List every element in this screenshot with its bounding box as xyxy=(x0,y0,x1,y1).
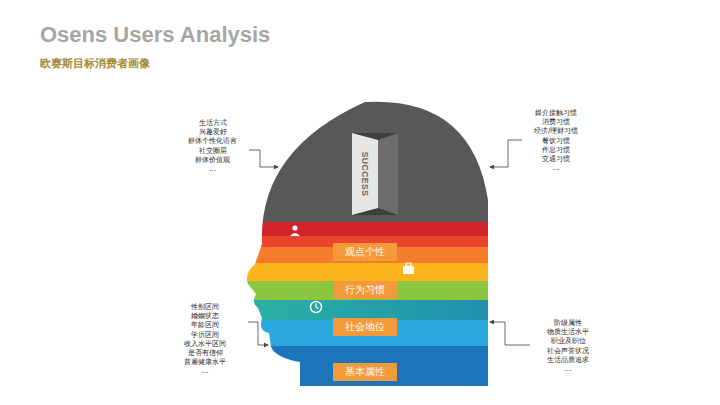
callout-text: ... xyxy=(534,163,578,172)
callout-text: ... xyxy=(188,164,237,173)
callout-text: 餐饮习惯 xyxy=(534,136,578,145)
band-text: 行为习惯 xyxy=(345,284,385,295)
page-title: Osens Users Analysis xyxy=(40,22,270,48)
callout-text: 社交圈层 xyxy=(188,146,237,155)
band-label: 观点个性 xyxy=(333,243,397,261)
callout-list: 阶级属性物质生活水平职业及职位社会声誉状况生活品质追求... xyxy=(547,318,589,373)
band-label: 行为习惯 xyxy=(333,281,397,299)
callout-list: 媒介接触习惯消费习惯经济/理财习惯餐饮习惯作息习惯交通习惯... xyxy=(534,108,578,172)
callout-text: 阶级属性 xyxy=(547,318,589,327)
callout-text: 媒介接触习惯 xyxy=(534,108,578,117)
callout-text: ... xyxy=(184,366,226,375)
subtitle: 欧赛斯目标消费者画像 xyxy=(40,56,150,71)
callout-text: 学历区间 xyxy=(184,330,226,339)
callout-text: 消费习惯 xyxy=(534,117,578,126)
callout-text: 生活品质追求 xyxy=(547,355,589,364)
callout-text: 是否有信仰 xyxy=(184,348,226,357)
callout-text: 年龄区间 xyxy=(184,320,226,329)
callout-text: 婚姻状态 xyxy=(184,311,226,320)
callout-text: 兴趣爱好 xyxy=(188,127,237,136)
callout-text: 职业及职位 xyxy=(547,336,589,345)
callout-text: 生活方式 xyxy=(188,118,237,127)
door: SUCCESS xyxy=(352,137,378,211)
callout-list: 性别区间婚姻状态年龄区间学历区间收入水平区间是否有信仰普遍健康水平... xyxy=(184,302,226,376)
callout-text: 经济/理财习惯 xyxy=(534,126,578,135)
callout-text: 群体个性化语言 xyxy=(188,136,237,145)
callout-text: 作息习惯 xyxy=(534,145,578,154)
callout-text: 性别区间 xyxy=(184,302,226,311)
band-text: 基本属性 xyxy=(345,366,385,377)
door-text: SUCCESS xyxy=(360,152,370,197)
band-text: 社会地位 xyxy=(345,321,385,332)
callout-text: 交通习惯 xyxy=(534,154,578,163)
band-text: 观点个性 xyxy=(345,246,385,257)
band-label: 社会地位 xyxy=(333,318,397,336)
callout-text: 普遍健康水平 xyxy=(184,357,226,366)
callout-text: 收入水平区间 xyxy=(184,339,226,348)
callout-list: 生活方式兴趣爱好群体个性化语言社交圈层群体价值观... xyxy=(188,118,237,173)
callout-text: ... xyxy=(547,364,589,373)
callout-text: 物质生活水平 xyxy=(547,327,589,336)
callout-text: 社会声誉状况 xyxy=(547,346,589,355)
callout-text: 群体价值观 xyxy=(188,155,237,164)
band-label: 基本属性 xyxy=(333,363,397,381)
